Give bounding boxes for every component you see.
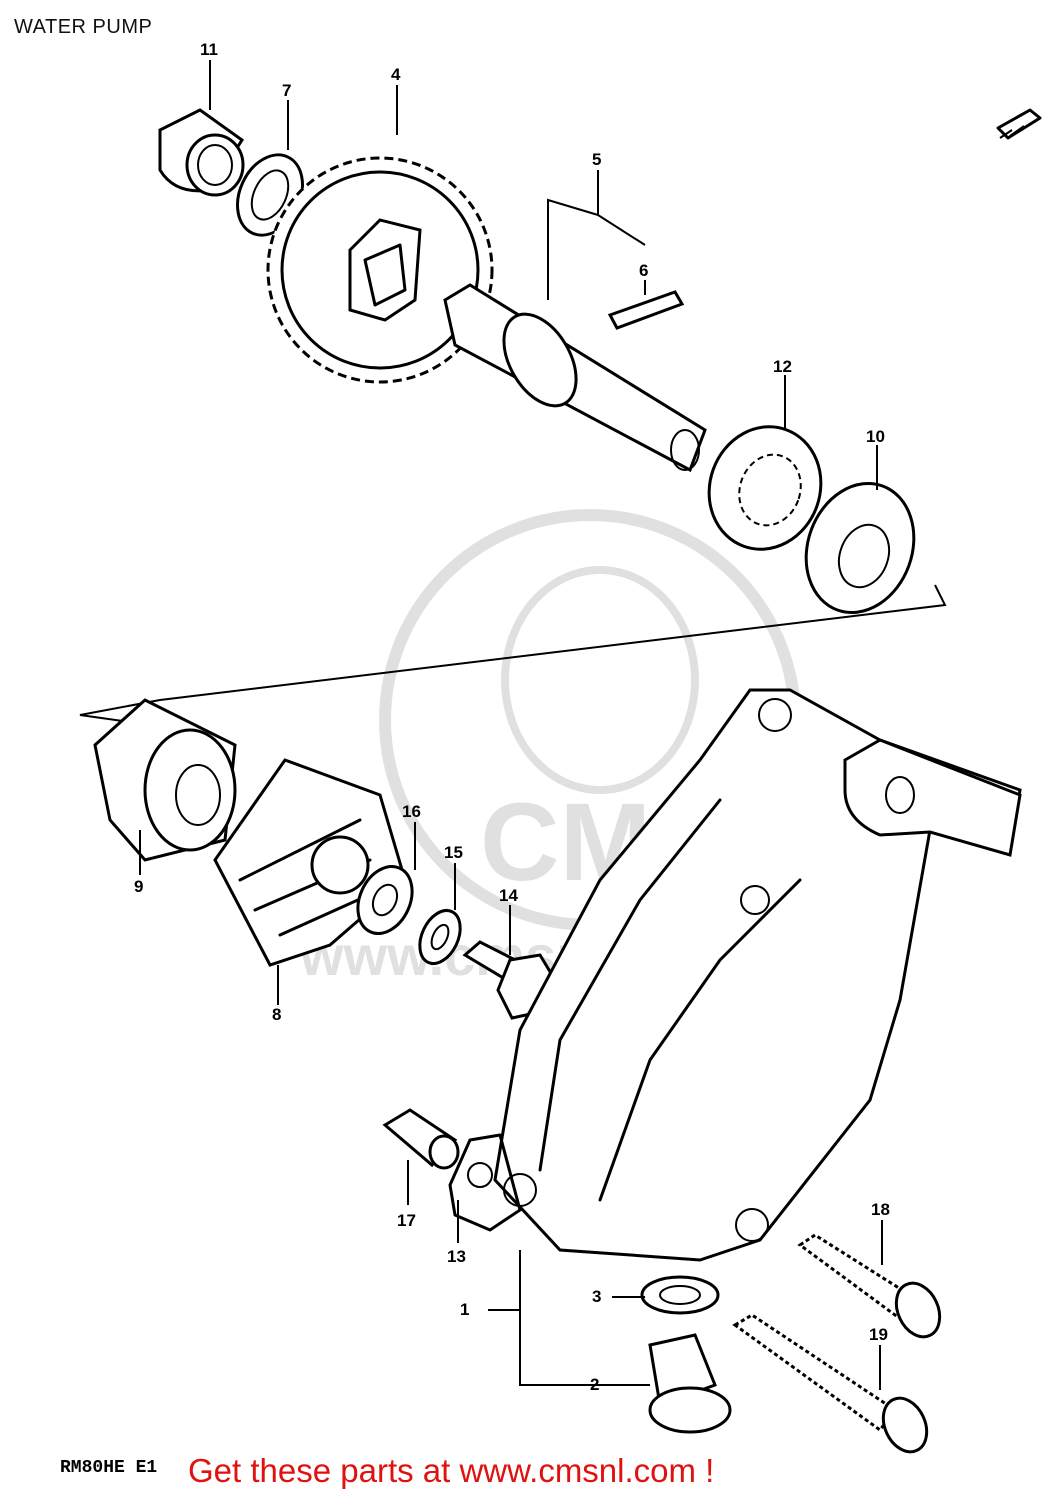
callout-1: 1 bbox=[460, 1300, 469, 1319]
footer-link[interactable]: Get these parts at www.cmsnl.com ! bbox=[188, 1452, 715, 1489]
callout-9: 9 bbox=[134, 877, 143, 896]
callout-19: 19 bbox=[869, 1325, 888, 1344]
part-washer-3 bbox=[640, 1275, 720, 1315]
part-washer-16 bbox=[356, 865, 414, 935]
callout-labels: 11 7 4 5 6 12 10 9 8 16 15 14 17 13 1 3 … bbox=[134, 40, 890, 1394]
callout-13: 13 bbox=[447, 1247, 466, 1266]
callout-16: 16 bbox=[402, 802, 421, 821]
model-code: RM80HE E1 bbox=[60, 1458, 158, 1478]
callout-2: 2 bbox=[590, 1375, 599, 1394]
callout-17: 17 bbox=[397, 1211, 416, 1230]
part-dowel-pin bbox=[382, 1108, 460, 1170]
part-gear bbox=[266, 156, 494, 384]
callout-4: 4 bbox=[391, 65, 401, 84]
part-oil-seal bbox=[804, 481, 916, 615]
callout-10: 10 bbox=[866, 427, 885, 446]
part-washer-15 bbox=[418, 909, 462, 965]
part-bushing bbox=[158, 108, 245, 197]
front-arrow-icon bbox=[996, 108, 1042, 140]
part-gasket bbox=[448, 1133, 522, 1232]
callout-5: 5 bbox=[592, 150, 601, 169]
callout-15: 15 bbox=[444, 843, 463, 862]
callout-6: 6 bbox=[639, 261, 648, 280]
callout-18: 18 bbox=[871, 1200, 890, 1219]
part-shaft bbox=[443, 283, 707, 473]
part-drain-bolt bbox=[648, 1333, 732, 1434]
leader-lines bbox=[139, 60, 883, 1390]
callout-3: 3 bbox=[592, 1287, 601, 1306]
callout-7: 7 bbox=[282, 81, 291, 100]
part-screw-18 bbox=[797, 1233, 942, 1339]
part-housing bbox=[493, 688, 1022, 1262]
callout-11: 11 bbox=[200, 40, 218, 59]
part-screw-19 bbox=[732, 1313, 929, 1454]
page-title: WATER PUMP bbox=[14, 16, 153, 38]
part-mechanical-seal bbox=[93, 698, 237, 862]
callout-8: 8 bbox=[272, 1005, 281, 1024]
part-pin bbox=[607, 290, 685, 330]
part-bearing bbox=[707, 425, 823, 551]
callout-14: 14 bbox=[499, 886, 518, 905]
callout-12: 12 bbox=[773, 357, 792, 376]
